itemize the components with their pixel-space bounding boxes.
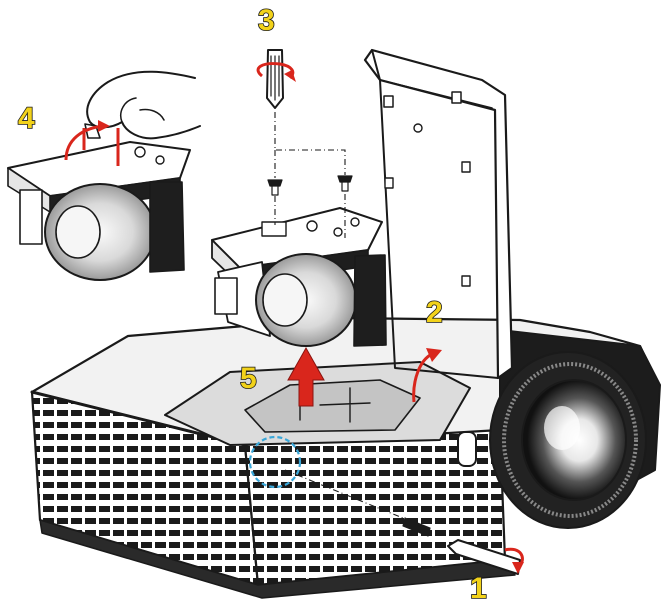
screw-icon [267, 175, 353, 196]
screwdriver-icon [266, 49, 284, 109]
bottom-screw-icon [402, 517, 431, 537]
step-label-2: 2 [426, 296, 443, 329]
lamp-module-icon [211, 207, 387, 347]
step-label-4: 4 [18, 102, 35, 135]
bottom-screwdriver-icon [447, 539, 521, 575]
cover-open-arrow-head [426, 348, 442, 362]
screw-guides [274, 112, 346, 238]
bottom-rotate-arrow-head [512, 562, 524, 574]
lamp-cover [363, 48, 514, 380]
screw-guide-bottom [284, 469, 421, 526]
handle-arrow [64, 120, 120, 166]
up-arrow-icon [287, 346, 325, 407]
held-lamp-module [7, 141, 191, 281]
projector-icon [30, 316, 661, 599]
step-label-5: 5 [240, 362, 257, 395]
rotate-arrow-head [284, 70, 296, 82]
step-label-3: 3 [258, 4, 275, 37]
cover-open-arrow [412, 352, 433, 403]
step-label-1: 1 [470, 572, 487, 604]
highlight-circle [248, 435, 302, 489]
